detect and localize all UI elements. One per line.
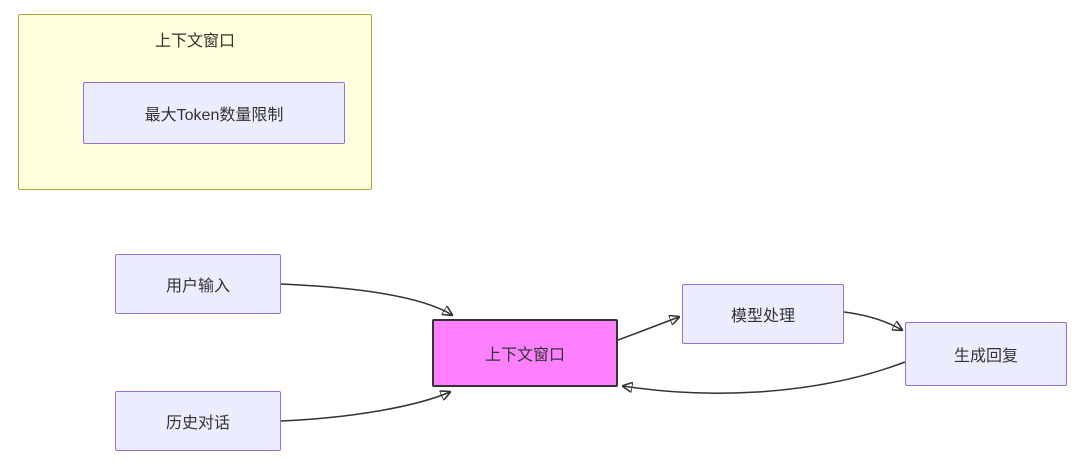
node-generate-reply: 生成回复 [905,322,1067,386]
edge-model-to-reply [843,311,902,330]
node-user-input: 用户输入 [115,254,281,314]
node-model-processing: 模型处理 [682,284,844,344]
edge-user-input-to-context [280,283,452,315]
edge-context-to-model [617,317,679,341]
edge-history-to-context [280,392,450,422]
subgraph-context-window: 上下文窗口 最大Token数量限制 [18,14,372,190]
edge-reply-to-context [623,361,906,394]
node-max-token-limit: 最大Token数量限制 [83,82,345,144]
node-context-window: 上下文窗口 [432,319,618,387]
subgraph-title: 上下文窗口 [154,33,235,50]
node-history-dialogue: 历史对话 [115,391,281,451]
